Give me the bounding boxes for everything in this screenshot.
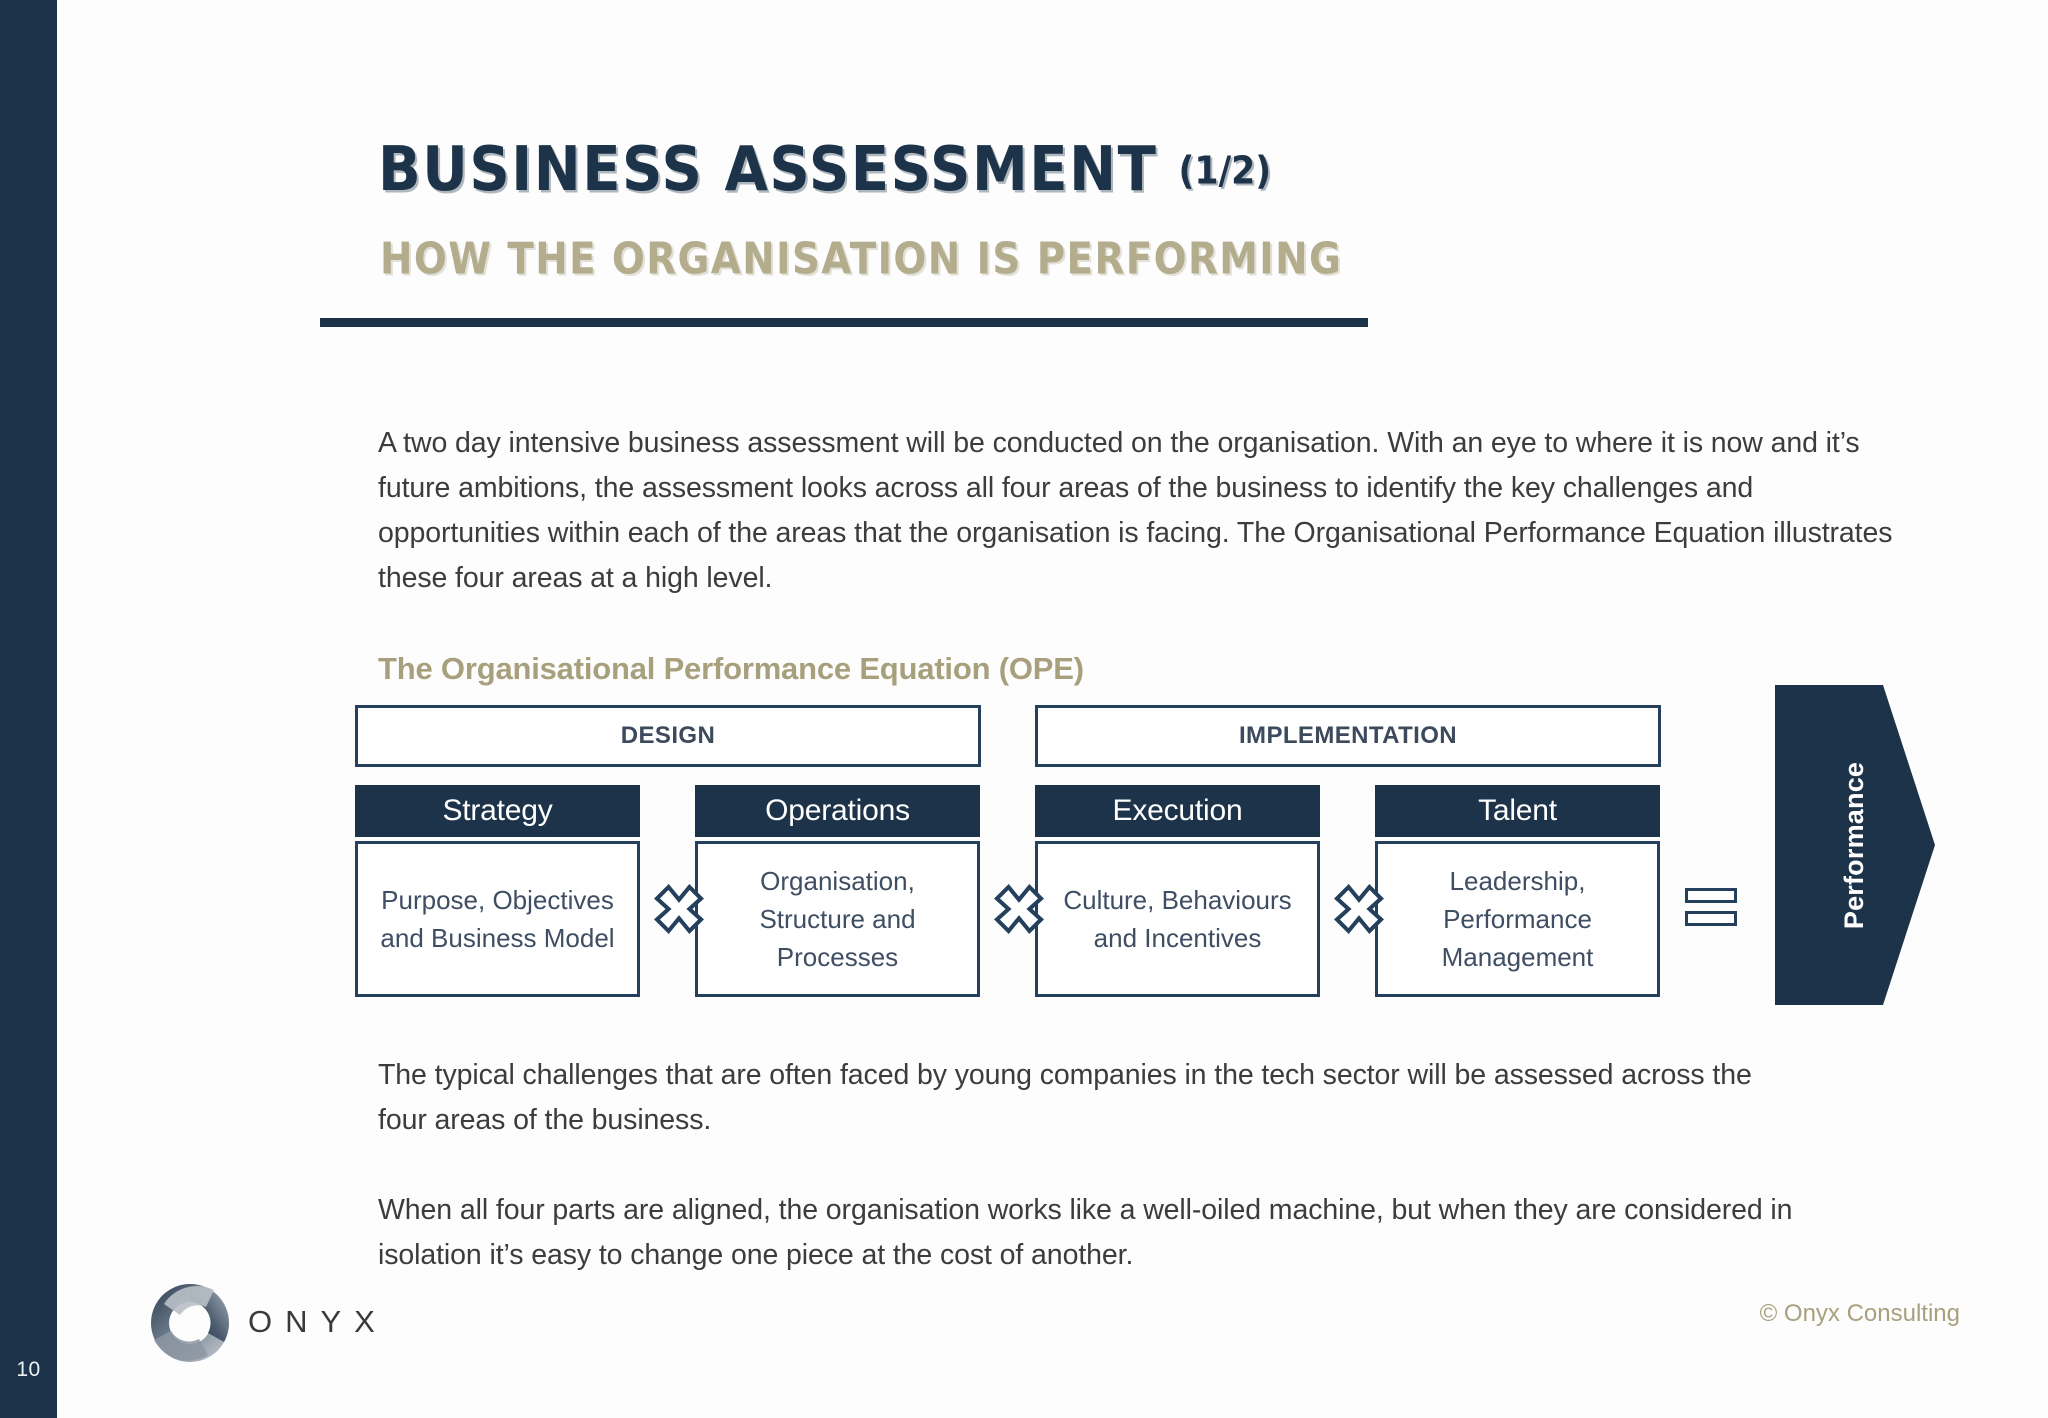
multiply-icon — [650, 880, 708, 938]
closing-paragraph: When all four parts are aligned, the org… — [378, 1194, 1793, 1271]
pillar-talent-body: Leadership, Performance Management — [1375, 841, 1660, 997]
ope-diagram: DESIGN IMPLEMENTATION Strategy Purpose, … — [355, 685, 1935, 1025]
pillar-talent-title: Talent — [1375, 785, 1660, 837]
onyx-swirl-icon — [151, 1284, 229, 1362]
pillar-operations-body: Organisation, Structure and Processes — [695, 841, 980, 997]
pillar-talent: Talent Leadership, Performance Managemen… — [1375, 785, 1660, 997]
ope-section-heading: The Organisational Performance Equation … — [378, 651, 1084, 686]
equals-bar-bottom — [1685, 911, 1737, 926]
performance-arrow-label: Performance — [1839, 761, 1870, 929]
pillar-strategy-body: Purpose, Objectives and Business Model — [355, 841, 640, 997]
pillar-strategy: Strategy Purpose, Objectives and Busines… — [355, 785, 640, 997]
page-number: 10 — [16, 1358, 41, 1381]
group-header-implementation: IMPLEMENTATION — [1035, 705, 1661, 767]
intro-paragraph: A two day intensive business assessment … — [378, 427, 1893, 594]
pillar-operations: Operations Organisation, Structure and P… — [695, 785, 980, 997]
page-title-fraction: (1/2) — [1178, 148, 1272, 194]
pillar-execution-title: Execution — [1035, 785, 1320, 837]
pillar-operations-title: Operations — [695, 785, 980, 837]
pillar-execution: Execution Culture, Behaviours and Incent… — [1035, 785, 1320, 997]
group-header-design: DESIGN — [355, 705, 981, 767]
onyx-wordmark: ONYX — [248, 1304, 388, 1339]
pillar-execution-body: Culture, Behaviours and Incentives — [1035, 841, 1320, 997]
left-accent-rail: 10 — [0, 0, 57, 1418]
page-title: BUSINESS ASSESSMENT (1/2) — [378, 133, 1271, 205]
pillar-strategy-title: Strategy — [355, 785, 640, 837]
multiply-icon — [1330, 880, 1388, 938]
equals-icon — [1685, 888, 1737, 932]
page-title-main: BUSINESS ASSESSMENT — [378, 133, 1158, 205]
middle-paragraph: The typical challenges that are often fa… — [378, 1059, 1752, 1136]
performance-arrow: Performance — [1775, 685, 1935, 1005]
multiply-icon — [990, 880, 1048, 938]
page-subtitle: HOW THE ORGANISATION IS PERFORMING — [380, 233, 1343, 284]
copyright-notice: © Onyx Consulting — [1759, 1300, 1960, 1327]
equals-bar-top — [1685, 888, 1737, 903]
title-divider-rule — [320, 318, 1368, 327]
onyx-logo: ONYX — [140, 1280, 430, 1366]
performance-arrow-label-wrap: Performance — [1775, 685, 1935, 1005]
